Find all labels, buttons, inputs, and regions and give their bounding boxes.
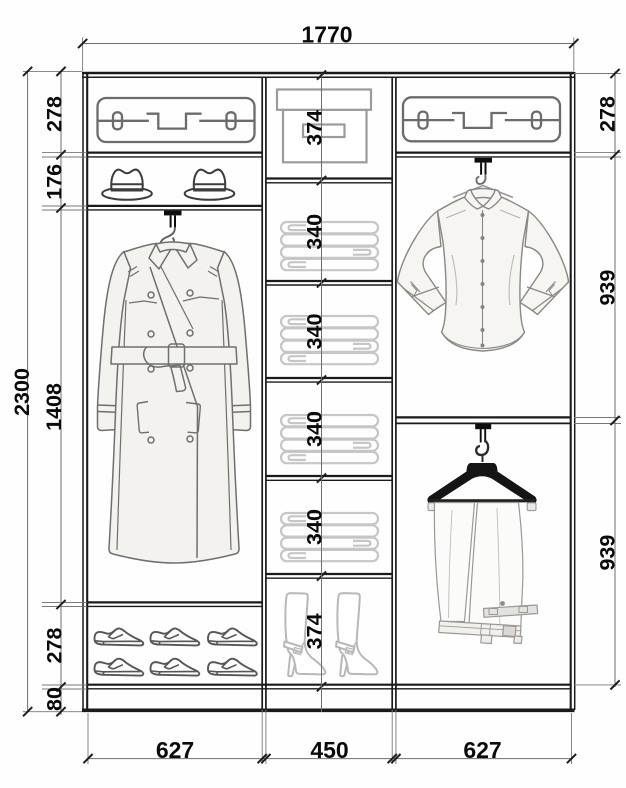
svg-text:278: 278 [42, 96, 66, 132]
svg-text:374: 374 [302, 613, 326, 649]
svg-text:374: 374 [302, 110, 326, 146]
svg-text:2300: 2300 [10, 368, 34, 416]
svg-text:80: 80 [42, 687, 66, 711]
svg-text:340: 340 [302, 314, 326, 350]
svg-text:450: 450 [310, 737, 348, 763]
svg-text:176: 176 [42, 164, 66, 200]
svg-text:340: 340 [302, 509, 326, 545]
svg-text:939: 939 [595, 535, 619, 571]
svg-text:340: 340 [302, 214, 326, 250]
svg-text:1408: 1408 [42, 383, 66, 431]
svg-text:1770: 1770 [301, 22, 352, 48]
svg-text:627: 627 [156, 737, 194, 763]
svg-text:278: 278 [595, 96, 619, 132]
svg-text:340: 340 [302, 411, 326, 447]
svg-text:627: 627 [463, 737, 501, 763]
svg-text:939: 939 [595, 270, 619, 306]
svg-text:278: 278 [42, 628, 66, 664]
